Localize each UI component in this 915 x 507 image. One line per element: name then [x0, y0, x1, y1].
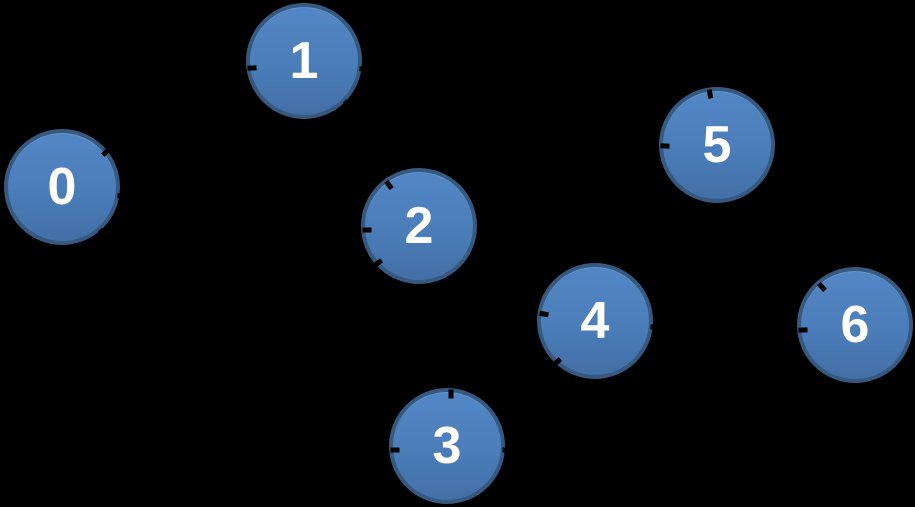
node-label: 6: [840, 296, 870, 354]
node-label: 2: [404, 197, 434, 255]
edge-stub-notch: [798, 327, 808, 333]
graph-node-5[interactable]: 5: [659, 87, 775, 203]
node-label: 5: [702, 116, 732, 174]
edge-stub-notch: [343, 98, 354, 109]
graph-node-2[interactable]: 2: [361, 168, 477, 284]
graph-node-4[interactable]: 4: [537, 263, 660, 379]
edge-stub-notch: [359, 66, 369, 72]
edge-stub-notch: [816, 282, 827, 293]
node-label: 1: [289, 32, 319, 90]
edge-stub-notch: [390, 447, 400, 453]
edge-stub-notch: [448, 389, 454, 399]
graph-node-1[interactable]: 1: [246, 3, 369, 119]
node-label: 4: [580, 292, 610, 350]
edge-stub-notch: [362, 227, 372, 233]
graph-node-6[interactable]: 6: [797, 267, 913, 383]
edge-stub-notch: [372, 258, 383, 268]
edge-stub-notch: [502, 447, 512, 453]
edge-stub-notch: [247, 65, 257, 71]
edge-stub-notch: [660, 143, 670, 149]
edge-stub-notch: [706, 89, 714, 99]
graph-node-3[interactable]: 3: [389, 388, 512, 504]
node-label: 0: [47, 158, 77, 216]
edge-stub-notch: [539, 310, 549, 318]
edge-stub-notch: [98, 227, 109, 238]
graph-node-0[interactable]: 0: [4, 129, 127, 245]
edge-stub-notch: [101, 147, 112, 158]
edge-stub-notch: [117, 192, 127, 199]
edge-stub-notch: [551, 356, 562, 367]
node-label: 3: [432, 417, 462, 475]
edge-stub-notch: [650, 324, 660, 330]
edge-stub-notch: [384, 180, 395, 191]
